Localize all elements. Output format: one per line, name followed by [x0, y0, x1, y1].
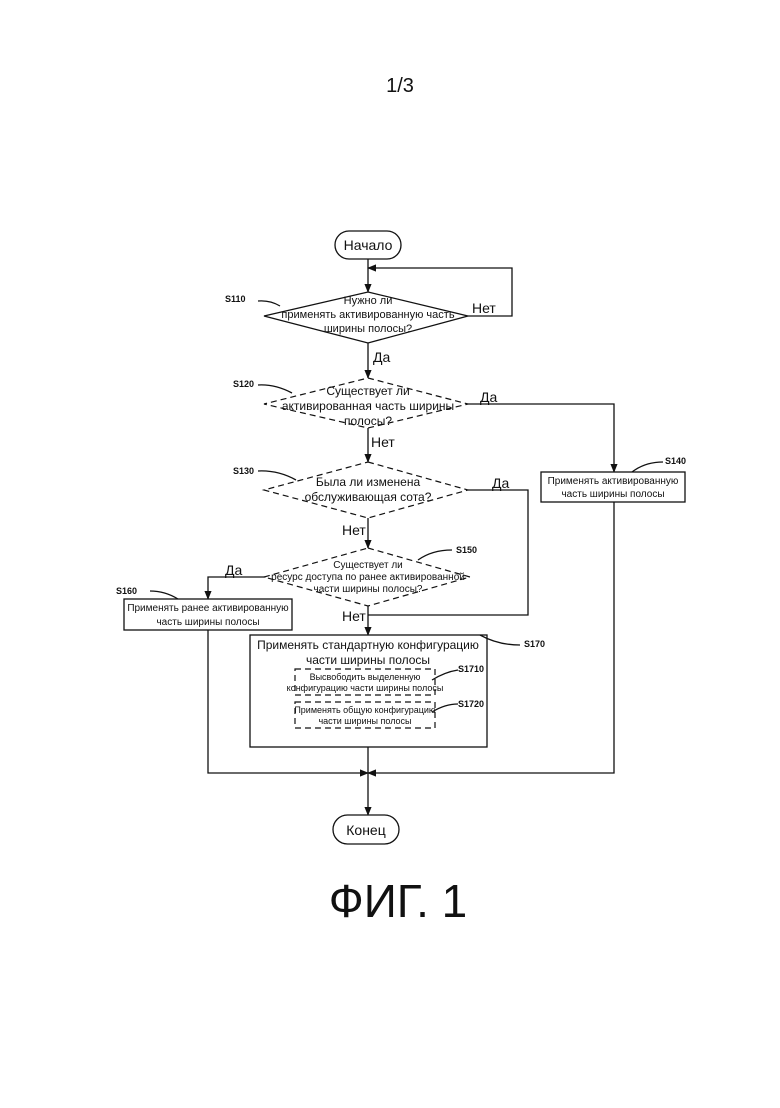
s1710-line-2: конфигурацию части ширины полосы — [287, 683, 444, 693]
end-label: Конец — [346, 822, 385, 838]
s130-line-2: обслуживающая сота? — [305, 490, 432, 504]
s120-line-3: полосы? — [344, 414, 392, 428]
s150-line-2: ресурс доступа по ранее активированной — [271, 572, 465, 583]
s140-line-2: часть ширины полосы — [561, 489, 664, 500]
s120-yes-label: Да — [480, 389, 497, 405]
decision-s130: Была ли изменена обслуживающая сота? S13… — [233, 462, 509, 538]
s170-line-1: Применять стандартную конфигурацию — [257, 638, 479, 652]
start-label: Начало — [344, 237, 393, 253]
s150-no-label: Нет — [342, 608, 366, 624]
s150-line-1: Существует ли — [333, 560, 402, 571]
decision-s110: Нужно ли применять активированную часть … — [225, 292, 496, 365]
s110-yes-label: Да — [373, 349, 390, 365]
end-terminator: Конец — [333, 815, 399, 844]
s140-line-1: Применять активированную — [548, 476, 679, 487]
s150-line-3: части ширины полосы? — [314, 584, 423, 595]
s1720-line-1: Применять общую конфигурацию — [294, 705, 436, 715]
s170-line-2: части ширины полосы — [306, 653, 430, 667]
s160-line-2: часть ширины полосы — [156, 617, 259, 628]
s170-step-label: S170 — [524, 639, 545, 649]
s150-step-label: S150 — [456, 545, 477, 555]
s110-step-label: S110 — [225, 294, 246, 304]
s120-step-label: S120 — [233, 379, 254, 389]
s120-line-2: активированная часть ширины — [282, 399, 454, 413]
s1710-line-1: Высвободить выделенную — [310, 672, 421, 682]
s110-line-3: ширины полосы? — [324, 323, 412, 335]
s1710-step-label: S1710 — [458, 664, 484, 674]
s130-yes-label: Да — [492, 475, 509, 491]
s120-no-label: Нет — [371, 434, 395, 450]
s1720-line-2: части ширины полосы — [318, 716, 411, 726]
s150-yes-label: Да — [225, 562, 242, 578]
process-s170: Применять стандартную конфигурацию части… — [250, 635, 545, 747]
figure-caption: ФИГ. 1 — [329, 875, 467, 927]
s120-line-1: Существует ли — [326, 384, 409, 398]
s110-line-1: Нужно ли — [344, 295, 393, 307]
s130-line-1: Была ли изменена — [316, 475, 421, 489]
start-terminator: Начало — [335, 231, 401, 259]
s160-line-1: Применять ранее активированную — [127, 603, 289, 614]
s140-step-label: S140 — [665, 456, 686, 466]
s110-no-label: Нет — [472, 300, 496, 316]
s130-no-label: Нет — [342, 522, 366, 538]
page-number: 1/3 — [386, 75, 414, 97]
s160-step-label: S160 — [116, 586, 137, 596]
s130-step-label: S130 — [233, 466, 254, 476]
s110-line-2: применять активированную часть — [281, 309, 454, 321]
s1720-step-label: S1720 — [458, 699, 484, 709]
decision-s120: Существует ли активированная часть ширин… — [233, 378, 497, 450]
process-s160: Применять ранее активированную часть шир… — [116, 586, 292, 630]
